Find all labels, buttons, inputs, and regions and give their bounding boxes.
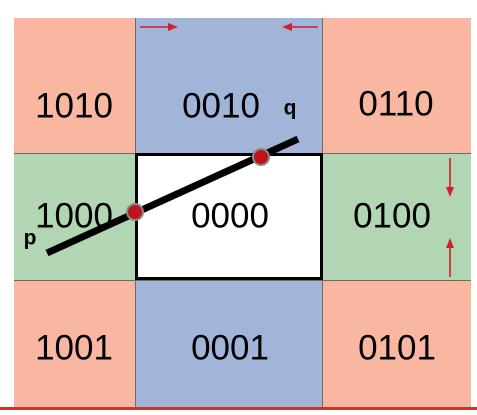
top-arrow-right-icon [282, 23, 318, 31]
region-bottom-center [135, 280, 323, 408]
region-code-middle-right: 0100 [353, 196, 431, 236]
region-top-left [14, 18, 135, 153]
region-code-bottom-right: 0101 [358, 328, 436, 368]
endpoint-label-p: p [23, 226, 37, 250]
boundary-line-bottom [14, 280, 471, 281]
region-top-center [135, 18, 323, 153]
region-code-bottom-left: 1001 [35, 328, 113, 368]
region-bottom-right [323, 280, 471, 408]
top-arrow-left-icon [140, 23, 178, 31]
region-code-bottom-center: 0001 [191, 328, 269, 368]
region-code-middle-center: 0000 [191, 196, 269, 236]
right-arrow-up-icon [446, 238, 454, 277]
endpoint-label-q: q [283, 96, 297, 120]
region-code-top-center: 0010 [182, 86, 260, 126]
footer-rule [0, 407, 477, 410]
region-code-top-right: 0110 [358, 84, 434, 124]
region-middle-right [323, 153, 471, 280]
region-middle-left [14, 153, 135, 280]
intersection-marker-right [252, 148, 270, 166]
region-code-top-left: 1010 [35, 86, 113, 126]
region-top-right [323, 18, 471, 153]
right-arrow-down-icon [446, 158, 454, 197]
region-bottom-left [14, 280, 135, 408]
intersection-marker-left [126, 203, 144, 221]
